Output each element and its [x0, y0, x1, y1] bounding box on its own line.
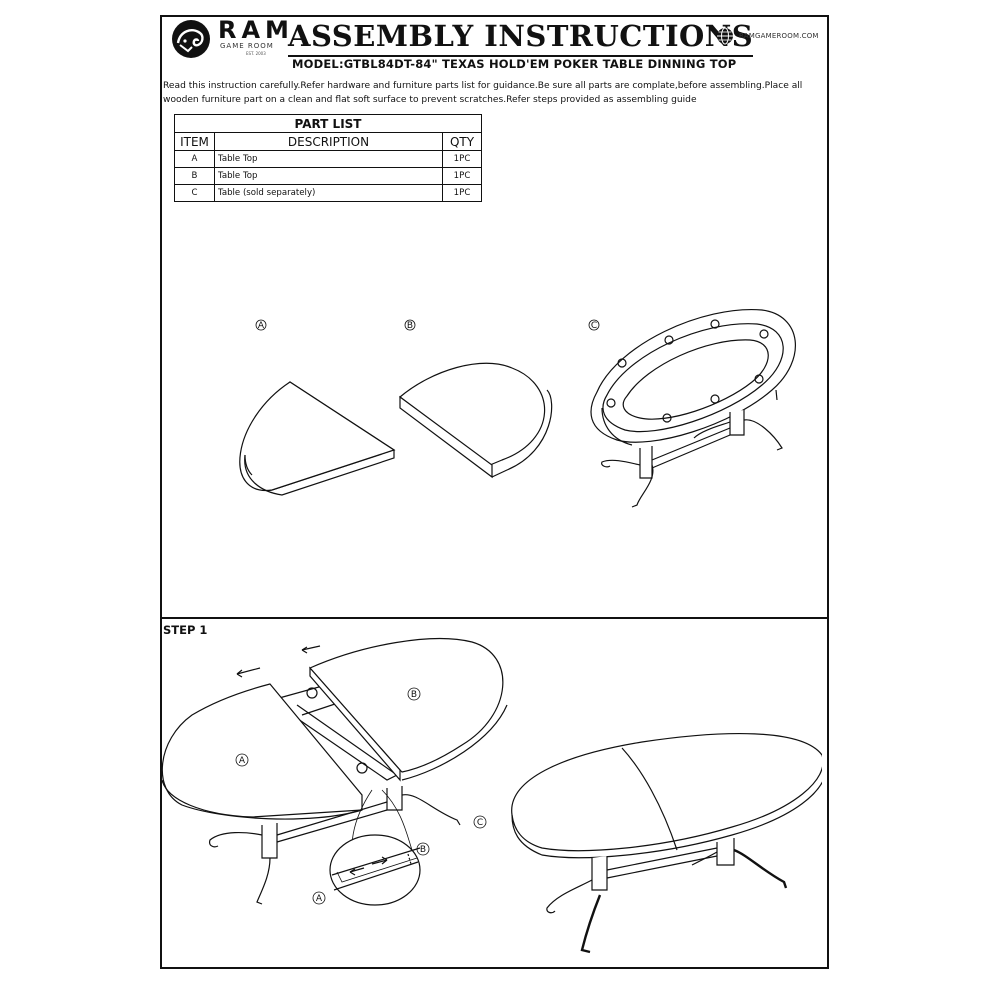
table-row: B Table Top 1PC: [174, 167, 482, 185]
part-list-caption: PART LIST: [174, 114, 482, 133]
page-title: ASSEMBLY INSTRUCTIONS: [288, 17, 754, 57]
row-description: Table Top: [214, 167, 443, 185]
row-item: B: [174, 167, 215, 185]
table-top-a-drawing: [239, 381, 396, 496]
globe-icon: [717, 27, 733, 45]
brand-established: EST. 2003: [246, 51, 266, 56]
table-top-b-step: B: [309, 638, 508, 782]
model-line: MODEL:GTBL84DT-84" TEXAS HOLD'EM POKER T…: [292, 57, 737, 71]
row-item: C: [174, 184, 215, 202]
table-row: C Table (sold separately) 1PC: [174, 184, 482, 202]
poker-table-drawing: [590, 308, 796, 508]
row-qty: 1PC: [442, 150, 482, 168]
row-qty: 1PC: [442, 167, 482, 185]
row-description: Table (sold separately): [214, 184, 443, 202]
website-link[interactable]: RAMGAMEROOM.COM: [739, 32, 819, 40]
step-1-label: STEP 1: [163, 623, 208, 637]
parts-diagram: A B C: [239, 308, 796, 508]
part-a-marker: A: [255, 319, 267, 331]
column-header-qty: QTY: [442, 132, 482, 151]
intro-text: Read this instruction carefully.Refer ha…: [163, 81, 803, 105]
brand-subtitle: GAME ROOM: [220, 42, 274, 50]
row-item: A: [174, 150, 215, 168]
instruction-sheet: [160, 15, 829, 969]
step-1-label-a: A: [239, 756, 246, 766]
detail-label-a: A: [316, 894, 323, 904]
step-1-label-b: B: [411, 690, 417, 700]
detail-label-b: B: [420, 845, 426, 855]
assembled-table-drawing: [511, 732, 822, 954]
column-header-item: ITEM: [174, 132, 215, 151]
part-list-table: PART LIST ITEM DESCRIPTION QTY A Table T…: [174, 114, 482, 202]
detail-view: A B: [312, 834, 430, 906]
table-row: A Table Top 1PC: [174, 150, 482, 168]
table-top-b-drawing: [399, 362, 553, 479]
table-top-a-step: A: [162, 683, 363, 820]
row-description: Table Top: [214, 150, 443, 168]
ram-logo-icon: [172, 20, 210, 58]
section-divider: [160, 617, 829, 619]
step-1-label-c: C: [477, 818, 483, 828]
row-qty: 1PC: [442, 184, 482, 202]
brand-name: RAM: [218, 16, 294, 44]
arrow-icon: [236, 645, 321, 678]
part-a-label: A: [258, 321, 265, 331]
part-c-label: C: [591, 321, 597, 331]
column-header-description: DESCRIPTION: [214, 132, 443, 151]
part-c-marker: C: [588, 319, 600, 331]
step-1-diagram: A B A B C: [162, 638, 822, 954]
part-b-marker: B: [404, 319, 416, 331]
part-b-label: B: [407, 321, 413, 331]
